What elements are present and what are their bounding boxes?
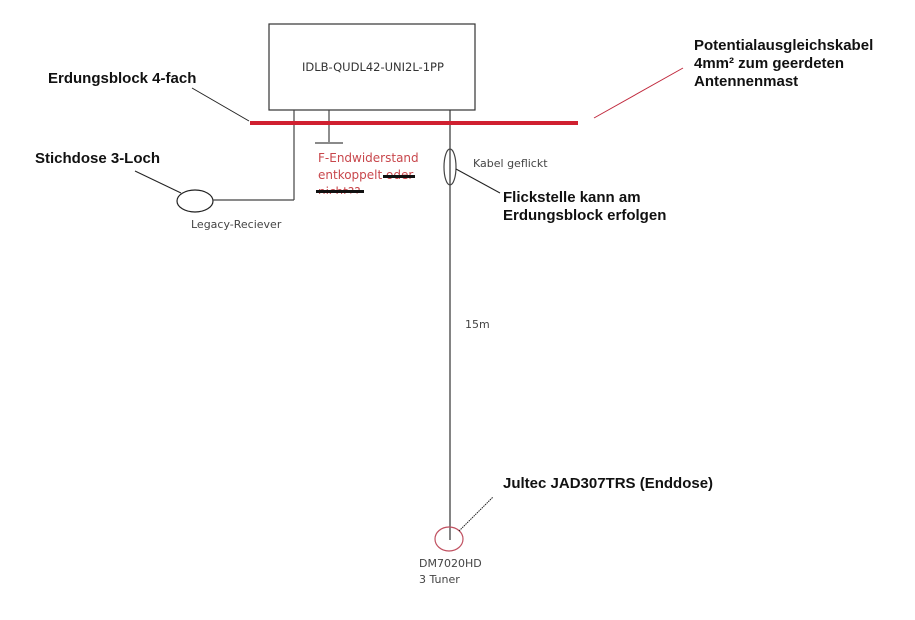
device-box: [268, 23, 476, 111]
equipotential-label-line-2: 4mm² zum geerdeten: [694, 55, 845, 72]
branch-socket-label: Stichdose 3-Loch: [35, 150, 161, 167]
strikethrough-mark: [316, 190, 364, 193]
legacy-receiver-label: Legacy-Reciever: [191, 218, 282, 231]
terminator-note-word: entkoppelt: [318, 168, 383, 182]
cable-patch-leader: [455, 168, 501, 194]
branch-socket-leader: [134, 170, 182, 194]
terminator-note-line-3: nicht??: [318, 184, 361, 194]
end-device-label-line-2: 3 Tuner: [419, 573, 460, 586]
end-socket-leader: [458, 496, 494, 532]
strikethrough-mark: [383, 175, 415, 178]
equipotential-leader: [593, 67, 684, 119]
cable-patch-note-line-1: Flickstelle kann am: [503, 189, 641, 206]
end-device-label-line-1: DM7020HD: [419, 557, 482, 570]
terminator-note-line-1: F-Endwiderstand: [318, 151, 419, 165]
branch-socket-icon: [176, 189, 214, 213]
equipotential-label-line-1: Potentialausgleichskabel: [694, 37, 874, 54]
cable-patch-label: Kabel geflickt: [473, 157, 548, 170]
cable-patch-note-line-2: Erdungsblock erfolgen: [503, 207, 667, 224]
cable-patch-icon: [443, 148, 457, 186]
ground-block-label: Erdungsblock 4-fach: [48, 70, 197, 87]
ground-block-leader: [191, 87, 250, 122]
end-socket-label: Jultec JAD307TRS (Enddose): [503, 475, 714, 492]
equipotential-label-line-3: Antennenmast: [694, 73, 799, 90]
cable-length-label: 15m: [465, 318, 490, 331]
end-socket-icon: [434, 526, 464, 552]
device-box-label: IDLB-QUDL42-UNI2L-1PP: [302, 60, 444, 74]
